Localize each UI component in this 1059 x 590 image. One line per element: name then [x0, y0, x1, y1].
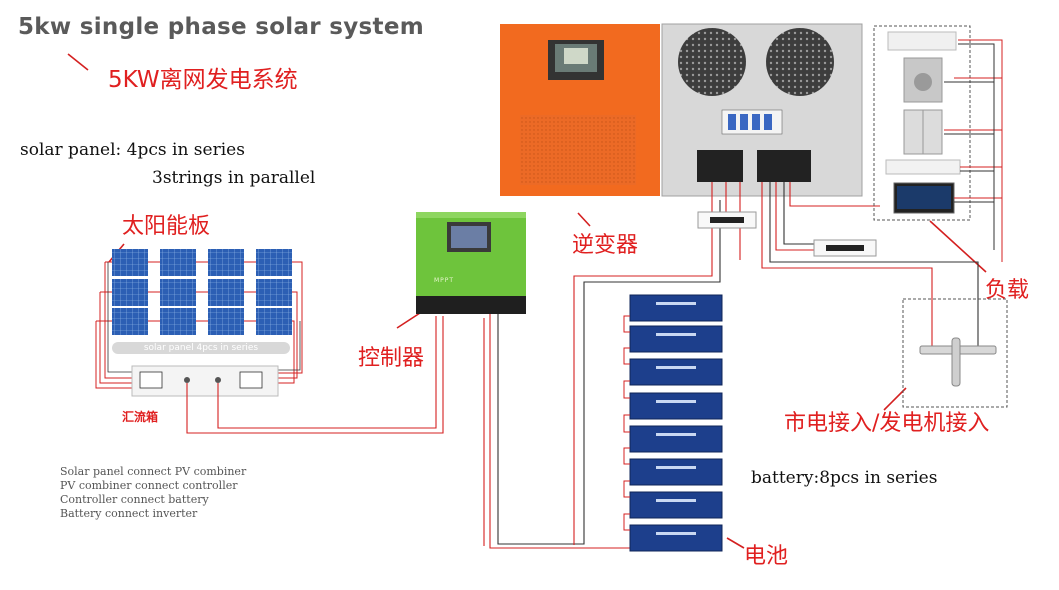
combiner-box [131, 365, 279, 397]
label-inverter: 逆变器 [572, 233, 639, 258]
solar-panel-array [112, 249, 292, 335]
arrow-inverter [577, 212, 591, 227]
controller-battery-wire [483, 314, 630, 549]
battery-series-wires [623, 315, 630, 531]
note-line: Controller connect battery [60, 493, 209, 506]
breaker-box-1 [697, 211, 757, 229]
note-line: Solar panel connect PV combiner [60, 465, 247, 478]
grid-input-box [902, 298, 1008, 408]
mppt-label: MPPT [434, 277, 455, 284]
page-title: 5kw single phase solar system [18, 14, 424, 40]
note-line: Battery connect inverter [60, 507, 198, 520]
arrow-title [67, 53, 89, 71]
inverter-back-panel [661, 23, 863, 197]
load-box [873, 25, 971, 221]
panel-wiring [95, 261, 303, 389]
inverter-output-wires-dark [769, 182, 979, 346]
charge-controller [416, 212, 526, 314]
breaker-box-2 [813, 239, 877, 257]
label-combiner: 汇流箱 [122, 410, 159, 424]
arrow-grid [883, 387, 907, 411]
arrow-controller [396, 312, 421, 329]
inverter-output-wires [573, 182, 933, 545]
battery-bank [629, 294, 723, 552]
panel-caption: solar panel 4pcs in series [112, 342, 290, 354]
label-load: 负载 [985, 278, 1030, 303]
combiner-controller-wire [186, 316, 444, 434]
note-line: PV combiner connect controller [60, 479, 238, 492]
connection-notes: Solar panel connect PV combiner PV combi… [60, 465, 246, 521]
label-solar-panel: 太阳能板 [122, 214, 211, 239]
page-subtitle: 5KW离网发电系统 [108, 67, 298, 93]
inverter-unit [500, 24, 660, 196]
load-wires [944, 39, 1003, 262]
controller-battery-wire-dark [497, 200, 721, 545]
load-wires-dark [944, 43, 995, 250]
arrow-battery [726, 537, 745, 549]
arrow-load [929, 220, 987, 273]
label-battery: 电池 [744, 544, 789, 569]
panel-config-line2: 3strings in parallel [152, 168, 316, 188]
label-controller: 控制器 [358, 346, 425, 371]
battery-config: battery:8pcs in series [751, 468, 938, 488]
panel-config-line1: solar panel: 4pcs in series [20, 140, 245, 160]
label-grid-generator: 市电接入/发电机接入 [784, 411, 990, 436]
